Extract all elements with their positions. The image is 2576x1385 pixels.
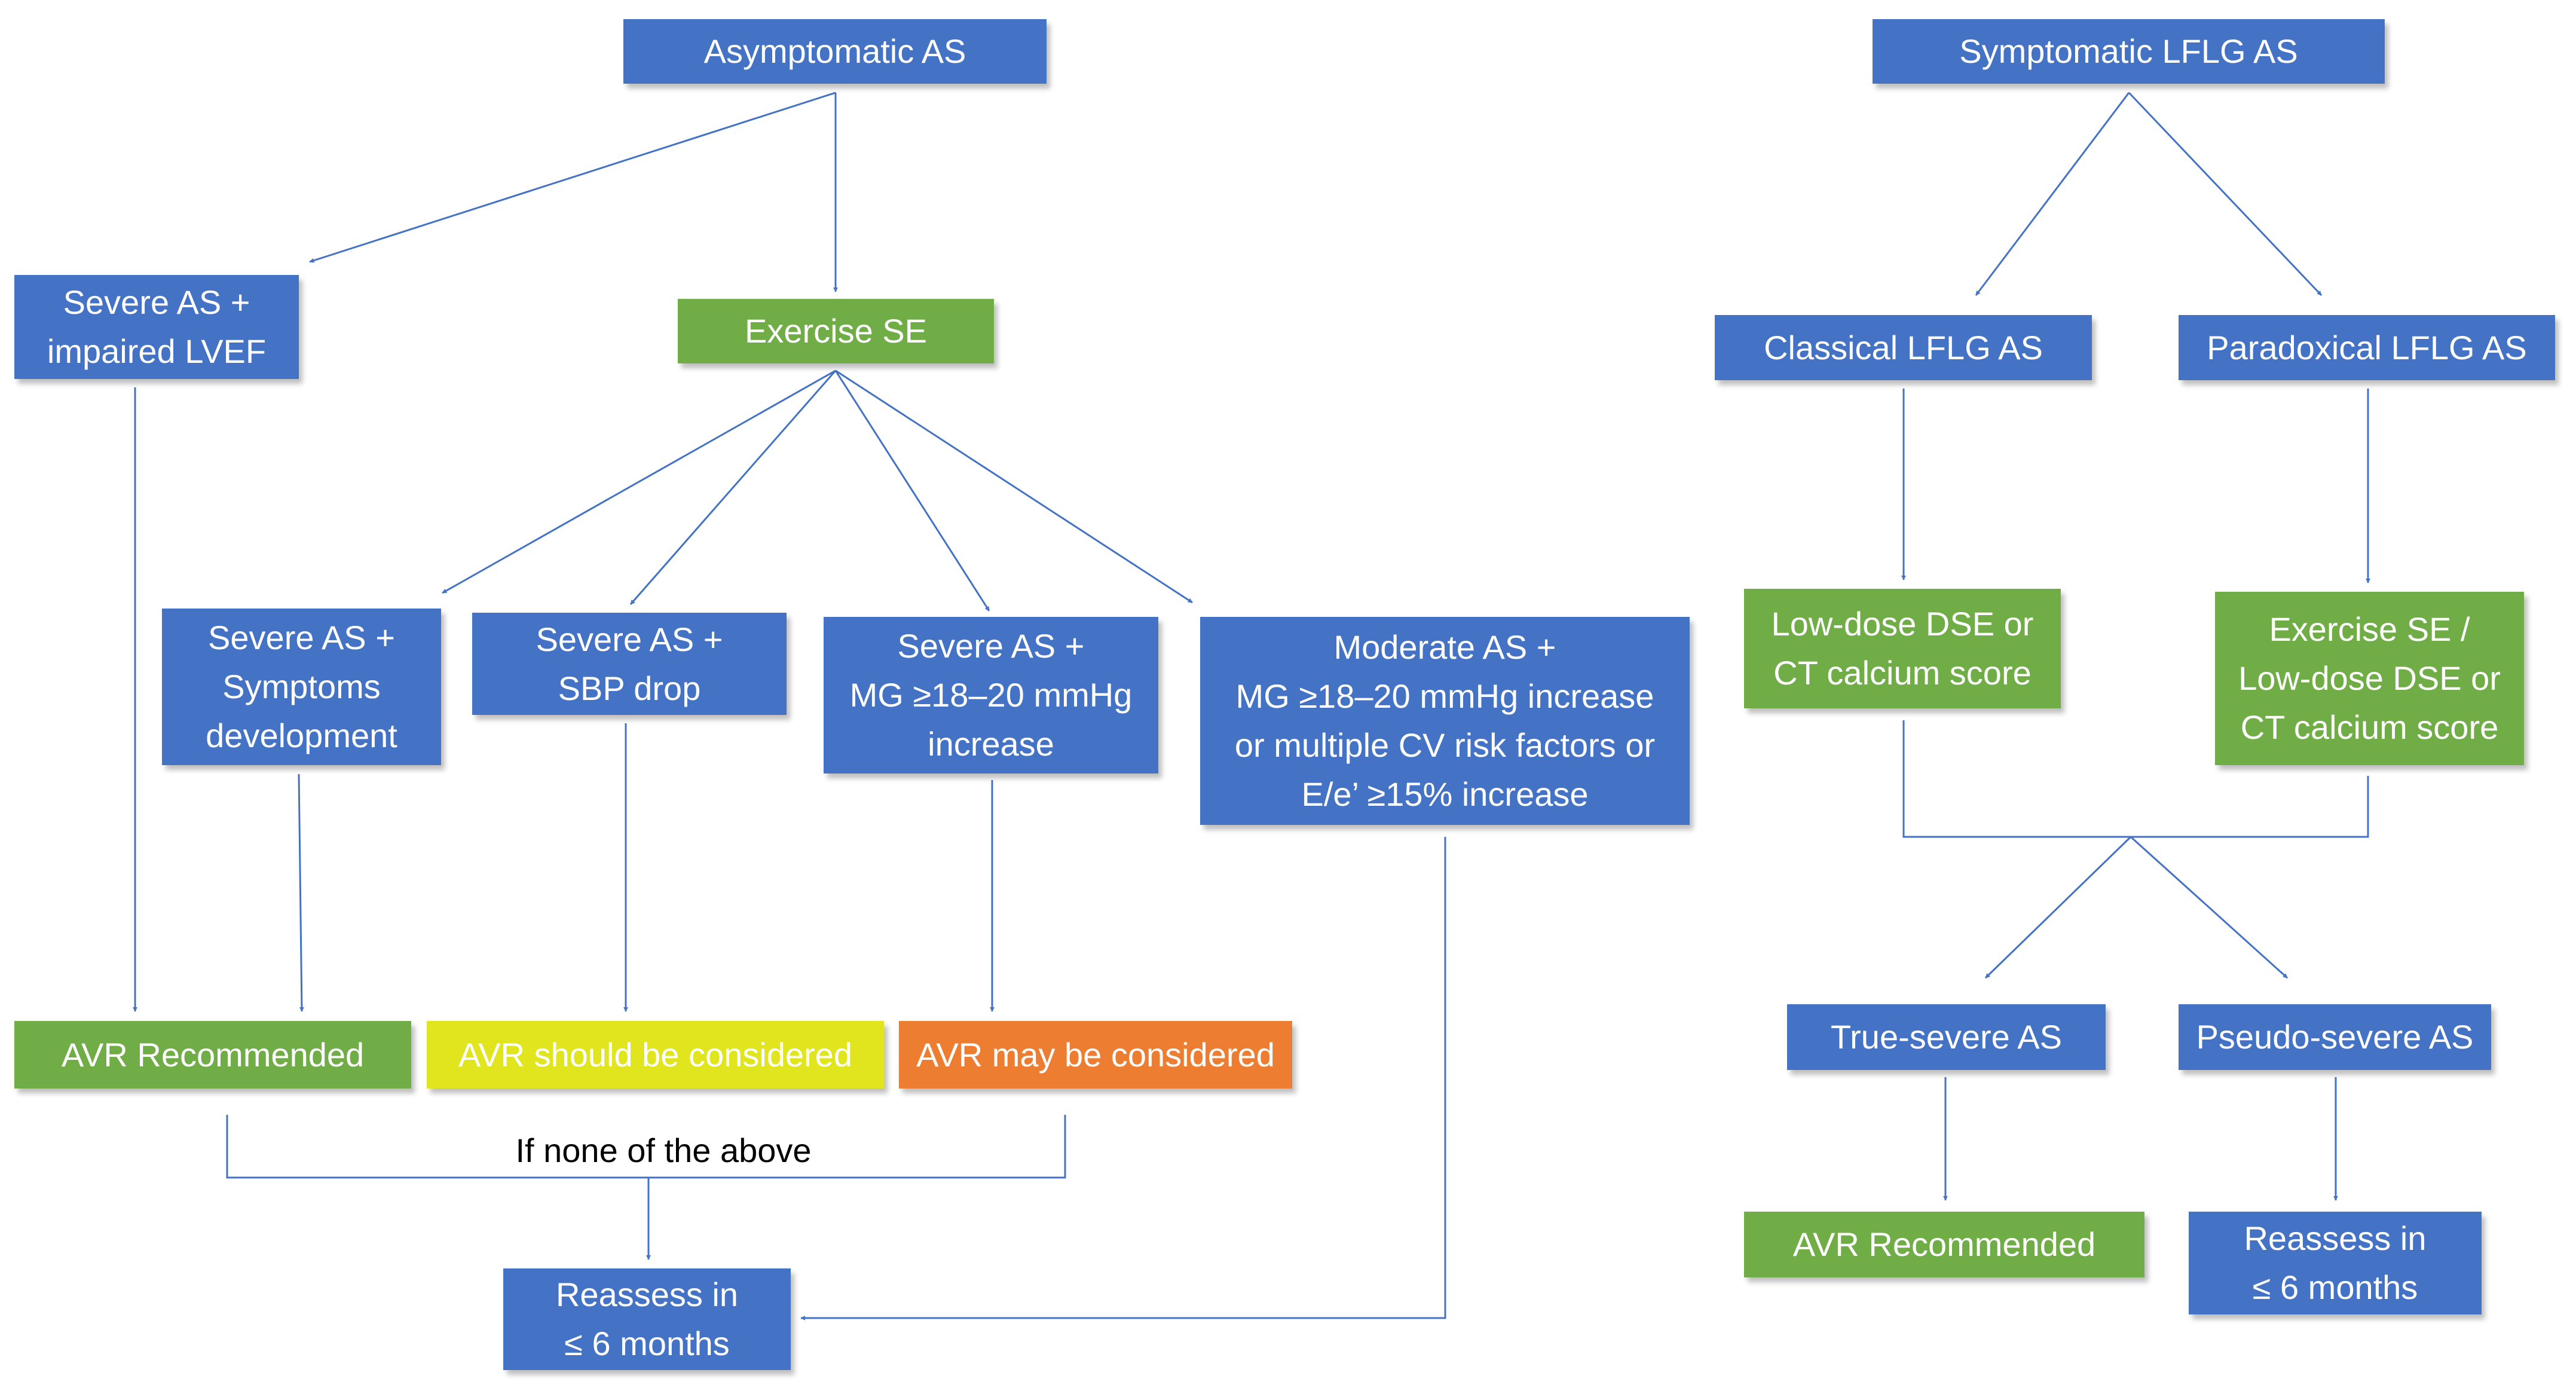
node-reassess-left: Reassess in ≤ 6 months xyxy=(503,1268,791,1370)
edge-exercise-to-mg xyxy=(834,370,990,612)
node-moderate-as: Moderate AS + MG ≥18–20 mmHg increase or… xyxy=(1200,617,1690,825)
node-classical-lflg-as: Classical LFLG AS xyxy=(1715,315,2092,380)
edge-merge-to-pseudo-severe xyxy=(2130,836,2289,979)
bracket-if-none xyxy=(226,1115,1066,1179)
edge-merge-to-true-severe xyxy=(1984,836,2132,979)
edge-lflg-to-paradoxical xyxy=(2128,91,2323,296)
edge-lflg-to-classical xyxy=(1975,92,2130,296)
edge-exercise-to-sbp xyxy=(629,370,837,605)
bracket-right-merge xyxy=(1902,720,2369,838)
edge-symptoms-to-avr-recommended xyxy=(298,773,304,1012)
node-severe-as-symptoms: Severe AS + Symptoms development xyxy=(162,609,441,765)
node-paradoxical-lflg-as: Paradoxical LFLG AS xyxy=(2179,315,2555,380)
edge-moderate-to-reassess xyxy=(800,837,1446,1320)
node-avr-recommended-left: AVR Recommended xyxy=(14,1021,411,1089)
node-avr-recommended-right: AVR Recommended xyxy=(1744,1212,2144,1277)
label-if-none-of-the-above: If none of the above xyxy=(515,1132,812,1169)
node-severe-as-sbp-drop: Severe AS + SBP drop xyxy=(472,613,787,715)
node-severe-as-impaired-lvef: Severe AS + impaired LVEF xyxy=(14,275,299,379)
node-asymptomatic-as: Asymptomatic AS xyxy=(623,19,1047,84)
node-exercise-se: Exercise SE xyxy=(678,299,994,363)
node-avr-may-be-considered: AVR may be considered xyxy=(899,1021,1292,1089)
node-reassess-right: Reassess in ≤ 6 months xyxy=(2189,1212,2482,1314)
edge-root-to-severe-lvef xyxy=(309,91,836,263)
edge-exercise-to-moderate xyxy=(835,369,1193,604)
node-low-dose-dse-or-ct: Low-dose DSE or CT calcium score xyxy=(1744,589,2061,708)
node-avr-should-be-considered: AVR should be considered xyxy=(427,1021,884,1089)
node-true-severe-as: True-severe AS xyxy=(1787,1004,2106,1070)
node-symptomatic-lflg-as: Symptomatic LFLG AS xyxy=(1873,19,2385,84)
node-severe-as-mg-increase: Severe AS + MG ≥18–20 mmHg increase xyxy=(824,617,1158,773)
node-pseudo-severe-as: Pseudo-severe AS xyxy=(2179,1004,2491,1070)
edge-exercise-to-symptoms xyxy=(442,369,836,594)
node-exercise-se-low-dose-dse-or-ct: Exercise SE / Low-dose DSE or CT calcium… xyxy=(2215,592,2524,765)
